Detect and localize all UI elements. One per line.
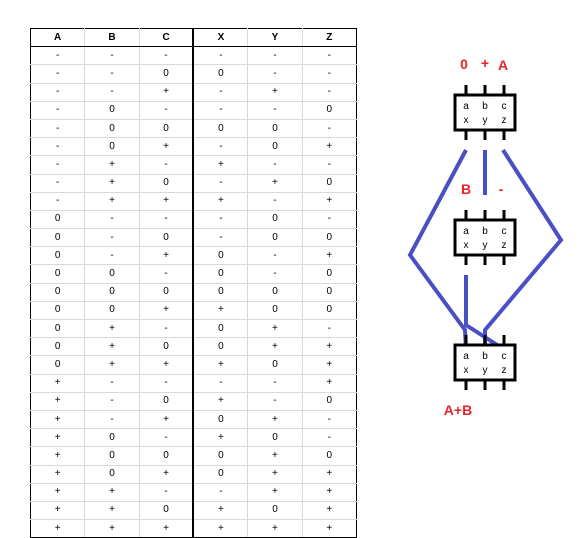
cell-z[interactable]: 0	[301, 283, 357, 302]
cell-z[interactable]: 0	[301, 264, 357, 284]
table-row: +0-+0-	[29, 428, 357, 448]
table-row: -+0-+0	[29, 174, 357, 193]
circuit-diagram: a b c x y z a b c x y z a b c x y z 0 + A B - A+B	[407, 55, 564, 418]
cell-z[interactable]: 0	[301, 174, 357, 193]
chip-pin-label: c	[502, 226, 507, 237]
table-row: -+-+--	[29, 155, 357, 175]
chips: a b c x y z a b c x y z a b c x y z	[453, 85, 517, 390]
chip-pin-label: y	[483, 365, 488, 376]
chip-pin-label: c	[502, 101, 507, 112]
table-row: ++0+0+	[29, 501, 357, 521]
cell-z[interactable]: -	[301, 83, 357, 102]
chip-pin-label: z	[502, 365, 507, 376]
table-row: ------	[29, 46, 357, 66]
cell-z[interactable]: -	[301, 46, 357, 66]
chip-pin-label: a	[463, 226, 469, 237]
cell-z[interactable]: 0	[301, 392, 357, 411]
chip-pin-label: x	[464, 365, 469, 376]
chip-body	[453, 93, 517, 132]
chip-body	[453, 218, 517, 257]
cell-z[interactable]: -	[301, 410, 357, 430]
output-label: A+B	[444, 402, 472, 418]
top-input-label-a: 0	[460, 56, 468, 72]
table-row: --+-+-	[29, 83, 357, 102]
chip-pin-label: a	[463, 351, 469, 362]
header-row: A B C X Y Z	[29, 27, 357, 48]
table-row: 0---0-	[29, 210, 357, 230]
table-row: -+++-+	[29, 192, 357, 211]
table-row: ++--++	[29, 483, 357, 502]
chip-middle: a b c x y z	[453, 210, 517, 265]
table-row: 0-+0-+	[29, 246, 357, 266]
chip-pin-label: c	[502, 351, 507, 362]
chip-pin-label: x	[464, 240, 469, 251]
table-row: 0+++0+	[29, 355, 357, 375]
column-header-a[interactable]: A	[29, 27, 86, 48]
top-input-label-b: +	[481, 55, 489, 71]
cell-z[interactable]: +	[301, 374, 357, 393]
cell-z[interactable]: +	[301, 337, 357, 357]
cell-z[interactable]: +	[301, 355, 357, 375]
cell-z[interactable]: +	[301, 137, 357, 157]
wire-crossing	[464, 275, 507, 352]
chip-pin-label: b	[482, 351, 488, 362]
chip-pin-label: b	[482, 101, 488, 112]
cell-z[interactable]: +	[301, 483, 357, 502]
chip-pin-label: b	[482, 226, 488, 237]
labels: 0 + A B - A+B	[444, 55, 508, 418]
middle-input-label-a: B	[461, 181, 471, 197]
chip-top: a b c x y z	[453, 85, 517, 140]
chip-pin-label: z	[502, 240, 507, 251]
chip-pin-label: y	[483, 115, 488, 126]
chip-pin-label: x	[464, 115, 469, 126]
table-row: +-0+-0	[29, 392, 357, 411]
table-row: +0+0++	[29, 465, 357, 484]
chip-pin-label: a	[463, 101, 469, 112]
chip-pin-label: y	[483, 240, 488, 251]
cell-z[interactable]: +	[301, 192, 357, 211]
chip-pin-label: z	[502, 115, 507, 126]
table-row: +-+0+-	[29, 410, 357, 430]
table-row: +----+	[29, 374, 357, 393]
cell-z[interactable]: 0	[301, 101, 357, 120]
cell-z[interactable]: 0	[301, 228, 357, 248]
table-row: 0+-0+-	[29, 319, 357, 339]
cell-z[interactable]: -	[301, 155, 357, 175]
cell-z[interactable]: +	[301, 246, 357, 266]
middle-input-label-c: -	[499, 181, 504, 197]
column-header-c[interactable]: C	[138, 27, 194, 48]
table-row: -0+-0+	[29, 137, 357, 157]
cell-z[interactable]: -	[301, 210, 357, 230]
cell-z[interactable]: 0	[301, 301, 357, 321]
table-row: -0---0	[29, 101, 357, 120]
cell-z[interactable]: +	[301, 501, 357, 521]
column-header-z[interactable]: Z	[301, 27, 357, 48]
cell-z[interactable]: -	[301, 428, 357, 448]
cell-z[interactable]: -	[301, 119, 357, 139]
cell-z[interactable]: +	[301, 465, 357, 484]
column-header-b[interactable]: B	[84, 27, 140, 48]
column-header-x[interactable]: X	[192, 27, 249, 48]
top-input-label-c: A	[498, 57, 508, 73]
chip-bottom: a b c x y z	[453, 335, 517, 390]
chip-body	[453, 343, 517, 382]
cell-z[interactable]: -	[301, 319, 357, 339]
cell-z[interactable]: -	[301, 64, 357, 84]
cell-z[interactable]: 0	[301, 446, 357, 466]
